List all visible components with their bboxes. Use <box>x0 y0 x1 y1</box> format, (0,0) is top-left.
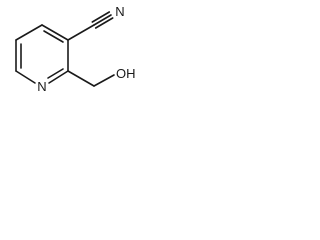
nitrile-triple-bond-b <box>91 11 111 23</box>
structure-diagram: N N OH <box>15 4 136 94</box>
ring-double-bond-bottom-right <box>47 68 64 79</box>
ring-bond-bottom-right <box>48 70 69 84</box>
nitrile-nitrogen-label: N <box>115 4 124 19</box>
ring-double-bond-top-right <box>43 30 64 43</box>
nitrile-triple-bond-c <box>94 17 114 29</box>
ring-bond-top-right <box>41 24 69 41</box>
methylene-bond <box>67 70 95 87</box>
nitrile-group <box>67 11 114 41</box>
ring-nitrogen-label: N <box>37 79 46 94</box>
hydroxyl-bond <box>93 74 115 87</box>
ring-bond-bottom-left <box>15 70 36 84</box>
hydroxyl-label: OH <box>116 66 136 81</box>
pyridine-ring <box>15 24 69 84</box>
ring-bond-top-left <box>15 24 43 41</box>
nitrile-single-bond <box>67 24 95 41</box>
hydroxymethyl-group <box>67 70 115 87</box>
nitrile-triple-bond-a <box>93 14 112 26</box>
